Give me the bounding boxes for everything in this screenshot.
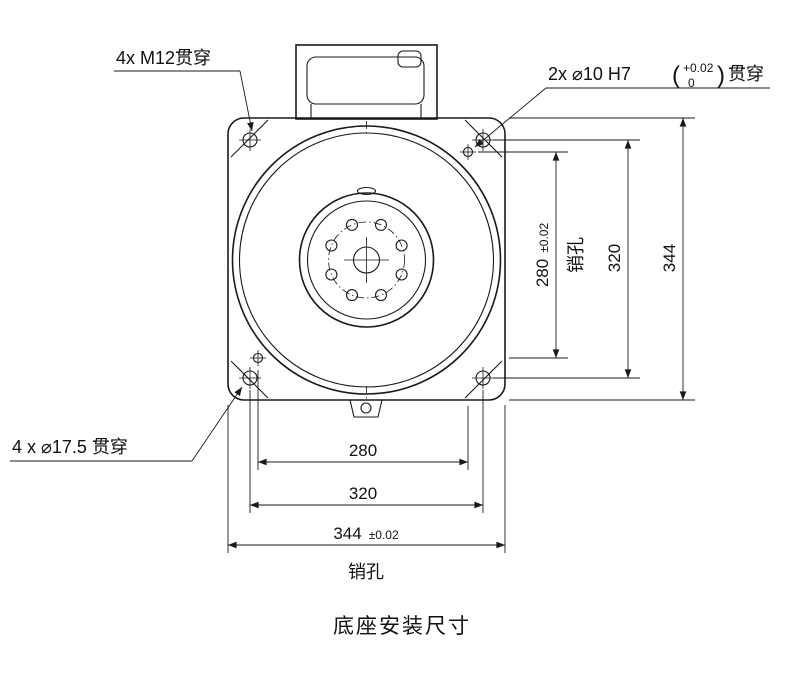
connector-box-outline bbox=[295, 44, 438, 120]
callout-pin-suffix: 贯穿 bbox=[728, 64, 764, 84]
dim-v280-label: 销孔 bbox=[566, 237, 586, 273]
callout-m12-leader bbox=[239, 70, 254, 132]
hub-flange-outer bbox=[298, 192, 435, 328]
center-hub bbox=[298, 192, 435, 328]
dim-v320-value: 320 bbox=[605, 244, 624, 272]
dim-v280-value: 280 bbox=[533, 259, 552, 287]
top-connector-box bbox=[295, 44, 438, 120]
bolt-circle bbox=[328, 221, 405, 299]
dim-h320-value: 320 bbox=[349, 484, 377, 503]
dim-v280-tolerance: ±0.02 bbox=[537, 223, 551, 253]
callout-bolt-175-text: 4 x ⌀17.5 贯穿 bbox=[12, 437, 128, 457]
corner-chamfer-br bbox=[464, 360, 503, 399]
callout-pin-leader bbox=[474, 87, 547, 148]
connector-box-notch bbox=[397, 50, 422, 68]
dimensions-bottom: 280 320 344 ±0.02 销孔 bbox=[227, 370, 506, 582]
dim-v344-value: 344 bbox=[660, 244, 679, 272]
callout-m12-text: 4x M12贯穿 bbox=[116, 48, 211, 68]
lift-slot bbox=[356, 186, 377, 196]
bottom-tab-hole bbox=[360, 402, 372, 414]
dim-h344-label: 销孔 bbox=[348, 562, 384, 582]
bottom-tab bbox=[349, 399, 383, 418]
dim-h344-tolerance: ±0.02 bbox=[369, 528, 399, 542]
hub-flange-inner bbox=[306, 200, 427, 320]
callout-m12: 4x M12贯穿 bbox=[114, 48, 254, 132]
connector-box-inner bbox=[306, 56, 425, 105]
callout-pin-tol-upper: +0.02 bbox=[683, 61, 714, 75]
mounting-hole-bl bbox=[239, 367, 261, 389]
dim-v280-text: 280 ±0.02 bbox=[533, 223, 552, 288]
dimensions-right: 280 ±0.02 销孔 320 344 bbox=[478, 117, 695, 401]
mounting-hole-tl bbox=[239, 129, 261, 151]
corner-chamfer-tr bbox=[464, 119, 503, 158]
callout-pin-paren-open: ( bbox=[672, 62, 680, 89]
callout-pin-main: 2x ⌀10 H7 bbox=[548, 64, 631, 84]
corner-chamfer-bl bbox=[230, 360, 269, 399]
drawing-caption: 底座安装尺寸 bbox=[333, 615, 471, 638]
callout-pin-tol-lower: 0 bbox=[688, 76, 695, 90]
base-plate bbox=[227, 117, 506, 418]
dim-h344-text: 344 ±0.02 bbox=[333, 524, 399, 543]
pin-hole-bl bbox=[250, 350, 266, 366]
mounting-hole-br bbox=[472, 367, 494, 389]
callout-pin-paren-close: ) bbox=[717, 62, 725, 89]
pin-holes bbox=[250, 144, 476, 366]
callout-bolt-175-leader bbox=[191, 386, 243, 462]
pin-hole-tr bbox=[460, 144, 476, 160]
callout-bolt-175: 4 x ⌀17.5 贯穿 bbox=[10, 386, 243, 462]
callout-pin: 2x ⌀10 H7 ( +0.02 0 ) 贯穿 bbox=[474, 61, 770, 148]
dim-h280-value: 280 bbox=[349, 441, 377, 460]
hub-bolt-holes bbox=[325, 218, 408, 302]
dim-h344-value: 344 bbox=[333, 524, 361, 543]
corner-chamfer-tl bbox=[230, 119, 269, 158]
